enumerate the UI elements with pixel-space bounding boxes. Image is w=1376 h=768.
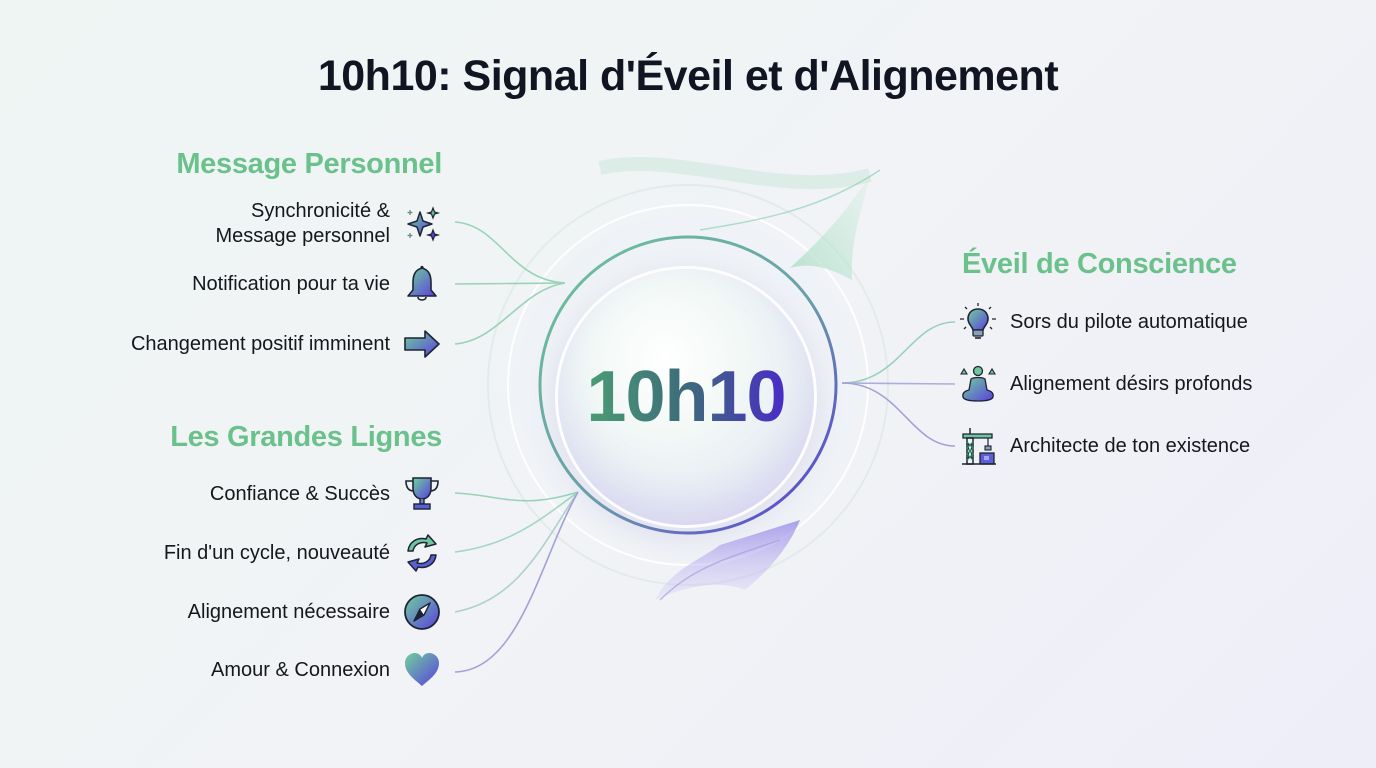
central-hub: 10h10: [558, 269, 814, 525]
item-label-line2: Message personnel: [215, 225, 390, 247]
item-label: Fin d'un cycle, nouveauté: [163, 541, 390, 564]
item-label: Sors du pilote automatique: [1010, 310, 1248, 333]
item-label: Alignement nécessaire: [187, 600, 390, 623]
list-item-amour: Amour & Connexion: [211, 650, 442, 690]
list-item-alignement: Alignement nécessaire: [188, 592, 442, 632]
list-item-changement: Changement positif imminent: [131, 324, 442, 364]
construction-crane-icon: [958, 426, 998, 466]
section-title-grandes-lignes: Les Grandes Lignes: [170, 421, 442, 453]
trophy-icon: [402, 474, 442, 514]
compass-icon: [402, 592, 442, 632]
bell-icon: [402, 264, 442, 304]
refresh-cycle-icon: [402, 533, 442, 573]
page-title: 10h10: Signal d'Éveil et d'Alignement: [317, 52, 1059, 100]
item-label: Amour & Connexion: [211, 658, 390, 681]
list-item-synchronicite: Synchronicité & Message personnel: [215, 199, 442, 249]
list-item-confiance: Confiance & Succès: [210, 474, 442, 514]
item-label: Changement positif imminent: [130, 332, 390, 355]
section-title-eveil-conscience: Éveil de Conscience: [962, 248, 1237, 280]
hub-label: 10h10: [586, 357, 786, 437]
meditation-balance-icon: [958, 364, 998, 404]
item-label: Alignement désirs profonds: [1010, 372, 1253, 395]
list-item-pilote-automatique: Sors du pilote automatique: [958, 302, 1248, 342]
item-label: Confiance & Succès: [209, 482, 390, 505]
heart-icon: [402, 650, 442, 690]
list-item-architecte: Architecte de ton existence: [958, 426, 1250, 466]
item-label: Notification pour ta vie: [192, 272, 390, 295]
item-label-line1: Synchronicité &: [251, 200, 390, 222]
lightbulb-icon: [958, 302, 998, 342]
arrow-right-icon: [402, 324, 442, 364]
list-item-desirs-profonds: Alignement désirs profonds: [958, 364, 1252, 404]
section-title-message-personnel: Message Personnel: [176, 148, 442, 180]
list-item-notification: Notification pour ta vie: [192, 264, 442, 304]
item-label: Architecte de ton existence: [1010, 434, 1251, 457]
item-label: Synchronicité & Message personnel: [215, 199, 390, 249]
list-item-fin-cycle: Fin d'un cycle, nouveauté: [164, 533, 442, 573]
sparkles-icon: [402, 204, 442, 244]
